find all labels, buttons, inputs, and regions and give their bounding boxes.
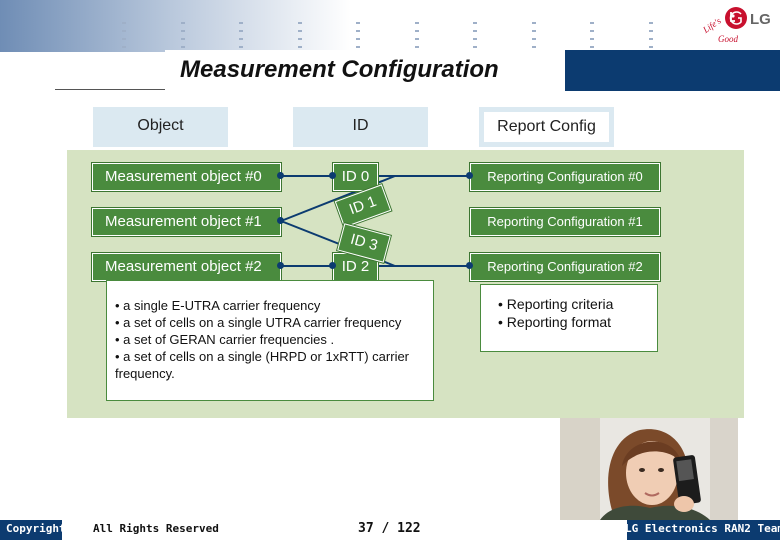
- header-dash: [531, 46, 536, 48]
- title-underline: [55, 89, 165, 90]
- header-dash: [473, 38, 477, 40]
- header-dash: [180, 22, 185, 24]
- header-dash: [180, 30, 185, 32]
- header-dash: [648, 38, 653, 40]
- header-dash: [356, 22, 360, 24]
- header-dash: [239, 38, 243, 40]
- header-dash: [356, 38, 360, 40]
- object-types-note: • a single E-UTRA carrier frequency • a …: [106, 280, 434, 401]
- header-dash: [648, 30, 653, 32]
- connector-dot: [329, 262, 336, 269]
- header-dash: [473, 30, 477, 32]
- connector-dot: [277, 172, 284, 179]
- footer-rights: All Rights Reserved: [93, 522, 219, 535]
- lg-logo-icon: LG Life's Good: [700, 4, 778, 46]
- header-dash: [122, 46, 126, 48]
- connector-dot: [277, 217, 284, 224]
- id-box-0: ID 0: [333, 163, 378, 191]
- note-line: • a set of GERAN carrier frequencies .: [115, 332, 335, 347]
- header-dash: [297, 22, 302, 24]
- header-dash: [356, 46, 360, 48]
- page-title: Measurement Configuration: [180, 56, 499, 83]
- header-dash: [297, 46, 302, 48]
- measurement-object-2: Measurement object #2: [92, 253, 281, 281]
- header-dash: [590, 30, 594, 32]
- svg-text:Good: Good: [718, 34, 738, 44]
- column-header-object: Object: [93, 107, 228, 147]
- header-dash: [414, 22, 419, 24]
- footer-copyright: Copyright: [6, 522, 66, 535]
- svg-text:LG: LG: [750, 11, 771, 28]
- header-dash: [531, 22, 536, 24]
- note-line: • Reporting format: [498, 314, 612, 330]
- measurement-object-1: Measurement object #1: [92, 208, 281, 236]
- page-number: 37 / 122: [358, 521, 421, 536]
- note-line: • Reporting criteria: [498, 296, 614, 312]
- header-dash: [590, 38, 594, 40]
- header-dash: [531, 30, 536, 32]
- connector-dot: [466, 262, 473, 269]
- header-dash: [648, 46, 653, 48]
- header-dash: [239, 30, 243, 32]
- column-header-id: ID: [293, 107, 428, 147]
- header-dash: [122, 38, 126, 40]
- header-dash: [239, 46, 243, 48]
- footer-center: [62, 520, 627, 540]
- connector-dot: [277, 262, 284, 269]
- column-header-report: Report Config: [479, 107, 614, 147]
- header-dash: [414, 38, 419, 40]
- header-dash: [531, 38, 536, 40]
- header-dash: [180, 38, 185, 40]
- header-dash: [414, 46, 419, 48]
- header-dash: [122, 22, 126, 24]
- header-dash: [297, 38, 302, 40]
- report-contents-note: • Reporting criteria • Reporting format: [480, 284, 658, 352]
- header-dash: [648, 22, 653, 24]
- header-dash: [473, 46, 477, 48]
- connector-dot: [329, 172, 336, 179]
- note-line: • a single E-UTRA carrier frequency: [115, 298, 321, 313]
- header-dash: [239, 22, 243, 24]
- title-background: [165, 50, 565, 91]
- header-dash: [122, 30, 126, 32]
- header-dash: [180, 46, 185, 48]
- measurement-object-0: Measurement object #0: [92, 163, 281, 191]
- header-dash: [590, 46, 594, 48]
- header-dash: [414, 30, 419, 32]
- header-dash: [473, 22, 477, 24]
- note-line: frequency.: [115, 366, 175, 381]
- person-photo: [560, 418, 738, 520]
- reporting-config-2: Reporting Configuration #2: [470, 253, 660, 281]
- footer-team: LG Electronics RAN2 Team: [625, 522, 780, 535]
- reporting-config-1: Reporting Configuration #1: [470, 208, 660, 236]
- reporting-config-0: Reporting Configuration #0: [470, 163, 660, 191]
- header-dash: [356, 30, 360, 32]
- connector-dot: [466, 172, 473, 179]
- header-dash: [297, 30, 302, 32]
- header-dash: [590, 22, 594, 24]
- note-line: • a set of cells on a single (HRPD or 1x…: [115, 349, 410, 364]
- header-band: [0, 0, 780, 52]
- note-line: • a set of cells on a single UTRA carrie…: [115, 315, 402, 330]
